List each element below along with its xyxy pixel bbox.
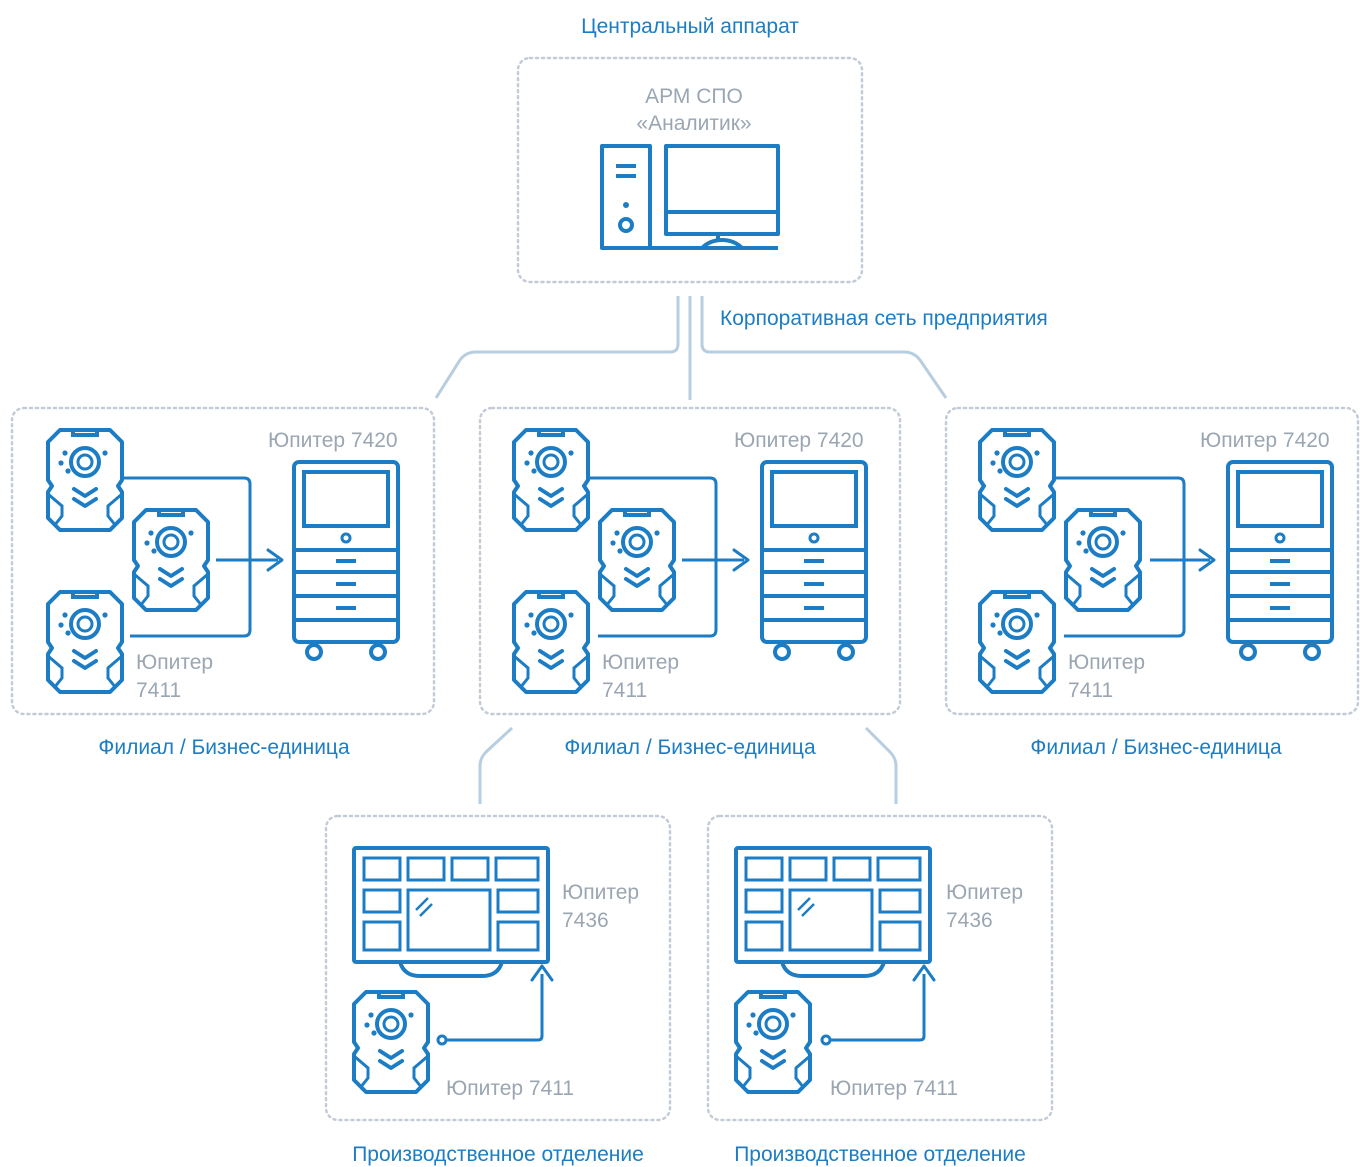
arrow-icon bbox=[732, 548, 750, 572]
camera-label-line2: 7411 bbox=[602, 679, 648, 702]
body-camera-icon bbox=[46, 590, 124, 694]
camera-label-line1: Юпитер bbox=[136, 651, 214, 674]
central-device-line1: АРМ СПО bbox=[645, 85, 743, 108]
central-device-line2: «Аналитик» bbox=[636, 112, 752, 135]
body-camera-icon bbox=[132, 508, 210, 612]
video-wall-icon bbox=[352, 846, 550, 978]
arrow-icon bbox=[530, 964, 554, 982]
dock-station-label: Юпитер 7420 bbox=[1200, 429, 1330, 452]
production-1-graphics bbox=[352, 846, 554, 1094]
production-box-2 bbox=[706, 814, 1054, 1122]
body-camera-icon bbox=[512, 428, 590, 532]
link-line bbox=[122, 476, 252, 638]
branch-3-graphics bbox=[978, 428, 1334, 694]
body-camera-icon bbox=[352, 990, 430, 1094]
camera-label-line1: Юпитер bbox=[602, 651, 680, 674]
pc-workstation-icon bbox=[600, 144, 780, 250]
arrow-icon bbox=[266, 548, 284, 572]
body-camera-icon bbox=[1064, 508, 1142, 612]
camera-label: Юпитер 7411 bbox=[830, 1077, 959, 1100]
panel-label-line2: 7436 bbox=[946, 909, 993, 932]
docking-station-icon bbox=[292, 460, 400, 661]
camera-label-line2: 7411 bbox=[136, 679, 182, 702]
branch-box-1 bbox=[10, 406, 436, 716]
network-label: Корпоративная сеть предприятия bbox=[720, 307, 1048, 330]
arrow-icon bbox=[912, 964, 936, 982]
branch-caption: Филиал / Бизнес-единица bbox=[98, 736, 350, 759]
panel-label-line2: 7436 bbox=[562, 909, 609, 932]
panel-label-line1: Юпитер bbox=[946, 881, 1024, 904]
body-camera-icon bbox=[978, 590, 1056, 694]
branch-box-3 bbox=[944, 406, 1360, 716]
panel-label-line1: Юпитер bbox=[562, 881, 640, 904]
branch-caption: Филиал / Бизнес-единица bbox=[1030, 736, 1282, 759]
video-wall-icon bbox=[734, 846, 932, 978]
camera-label-line1: Юпитер bbox=[1068, 651, 1146, 674]
production-caption: Производственное отделение bbox=[352, 1143, 644, 1166]
body-camera-icon bbox=[598, 508, 676, 612]
dock-station-label: Юпитер 7420 bbox=[268, 429, 398, 452]
body-camera-icon bbox=[512, 590, 590, 694]
network-links bbox=[434, 296, 948, 804]
camera-label-line2: 7411 bbox=[1068, 679, 1114, 702]
production-2-graphics bbox=[734, 846, 936, 1094]
branch-box-2 bbox=[478, 406, 902, 716]
central-title: Центральный аппарат bbox=[581, 15, 799, 38]
arrow-icon bbox=[1198, 548, 1216, 572]
branch-1-graphics bbox=[46, 428, 400, 694]
body-camera-icon bbox=[46, 428, 124, 532]
dock-station-label: Юпитер 7420 bbox=[734, 429, 864, 452]
central-box bbox=[516, 56, 864, 284]
docking-station-icon bbox=[760, 460, 868, 661]
production-box-1 bbox=[324, 814, 672, 1122]
camera-label: Юпитер 7411 bbox=[446, 1077, 575, 1100]
production-caption: Производственное отделение bbox=[734, 1143, 1026, 1166]
branch-2-graphics bbox=[512, 428, 868, 694]
body-camera-icon bbox=[734, 990, 812, 1094]
body-camera-icon bbox=[978, 428, 1056, 532]
branch-caption: Филиал / Бизнес-единица bbox=[564, 736, 816, 759]
docking-station-icon bbox=[1226, 460, 1334, 661]
